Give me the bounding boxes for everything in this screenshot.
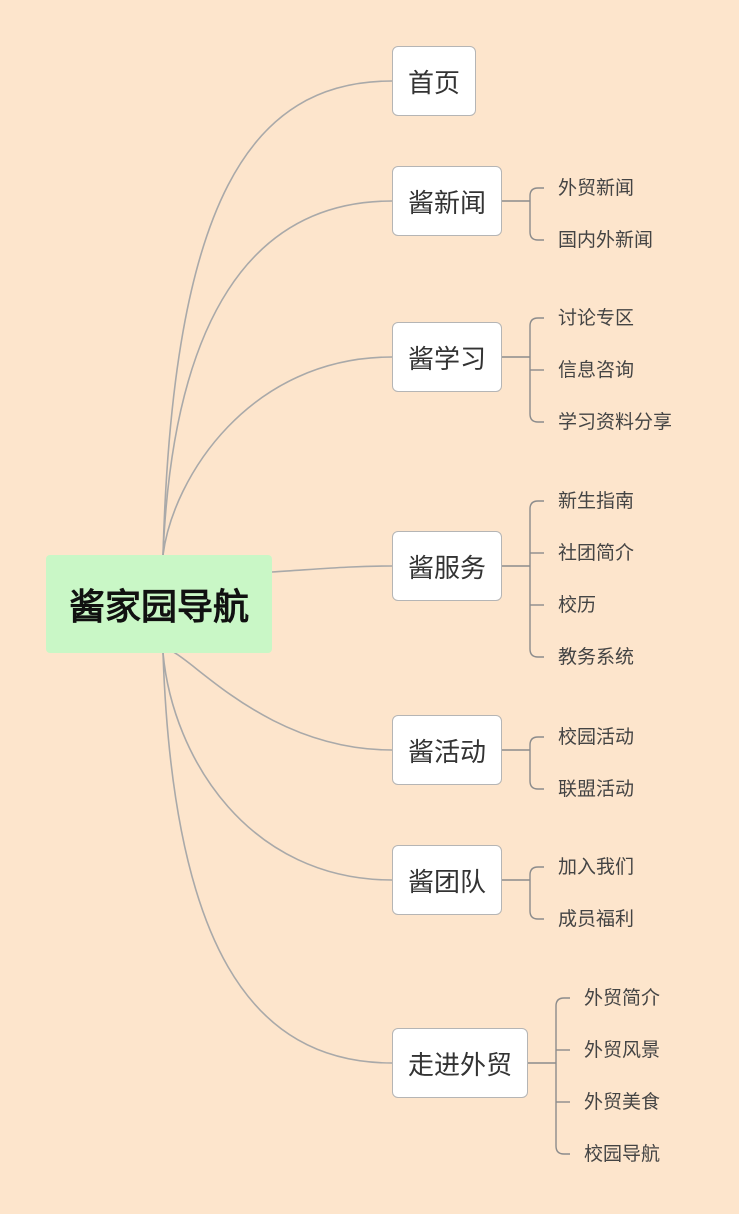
bracket-tick — [529, 231, 544, 241]
bracket-tick — [529, 317, 544, 327]
bracket-tick — [529, 866, 544, 876]
leaf-activity-1[interactable]: 校园活动 — [558, 726, 635, 748]
branch-connector — [162, 649, 393, 751]
branch-connector — [162, 80, 393, 556]
branch-news[interactable]: 酱新闻 — [392, 166, 502, 236]
branch-connector — [162, 652, 393, 1064]
branch-connector — [271, 565, 393, 573]
branch-team[interactable]: 酱团队 — [392, 845, 502, 915]
bracket-tick — [529, 413, 544, 423]
bracket-tick — [529, 187, 544, 197]
root-node: 酱家园导航 — [46, 555, 272, 653]
leaf-service-2[interactable]: 社团简介 — [558, 542, 635, 564]
leaf-activity-2[interactable]: 联盟活动 — [558, 778, 635, 800]
leaf-news-1[interactable]: 外贸新闻 — [558, 177, 635, 199]
leaf-team-2[interactable]: 成员福利 — [558, 908, 635, 930]
bracket-tick — [529, 648, 544, 658]
branch-connector — [162, 200, 393, 556]
bracket-tick — [555, 997, 570, 1007]
leaf-study-3[interactable]: 学习资料分享 — [558, 411, 673, 433]
branch-service[interactable]: 酱服务 — [392, 531, 502, 601]
branch-about[interactable]: 走进外贸 — [392, 1028, 528, 1098]
leaf-about-2[interactable]: 外贸风景 — [584, 1039, 661, 1061]
bracket-tick — [529, 910, 544, 920]
branch-connector — [162, 652, 393, 881]
leaf-about-4[interactable]: 校园导航 — [584, 1143, 661, 1165]
leaf-service-4[interactable]: 教务系统 — [558, 646, 635, 668]
bracket-tick — [529, 736, 544, 746]
leaf-study-1[interactable]: 讨论专区 — [558, 307, 635, 329]
leaf-news-2[interactable]: 国内外新闻 — [558, 229, 654, 251]
branch-study[interactable]: 酱学习 — [392, 322, 502, 392]
branch-home[interactable]: 首页 — [392, 46, 476, 116]
leaf-service-3[interactable]: 校历 — [558, 594, 597, 616]
bracket-tick — [529, 500, 544, 510]
bracket-tick — [529, 780, 544, 790]
leaf-team-1[interactable]: 加入我们 — [558, 856, 635, 878]
branch-connector — [162, 356, 393, 556]
branch-activity[interactable]: 酱活动 — [392, 715, 502, 785]
leaf-study-2[interactable]: 信息咨询 — [558, 359, 635, 381]
leaf-service-1[interactable]: 新生指南 — [558, 490, 635, 512]
leaf-about-1[interactable]: 外贸简介 — [584, 987, 661, 1009]
bracket-tick — [555, 1145, 570, 1155]
leaf-about-3[interactable]: 外贸美食 — [584, 1091, 661, 1113]
